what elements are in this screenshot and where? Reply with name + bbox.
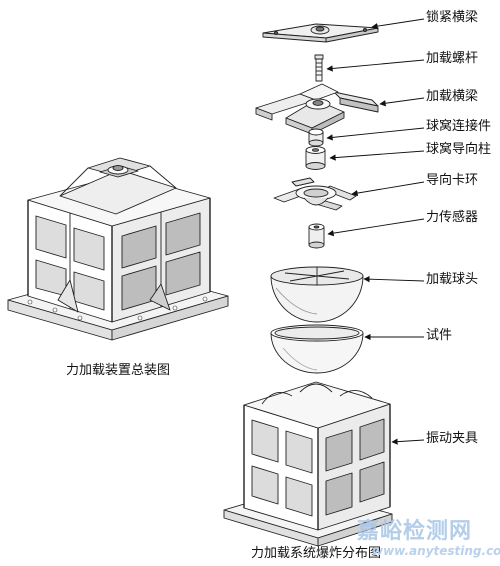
label-loading-beam: 加载横梁 <box>426 89 479 104</box>
arrow-loading-ball-head <box>363 276 425 283</box>
caption-assembly: 力加载装置总装图 <box>66 363 171 378</box>
watermark-url: www.anytesting.com <box>372 544 500 558</box>
label-guide-ring: 导向卡环 <box>426 173 479 188</box>
label-socket-guide-post: 球窝导向柱 <box>426 142 492 157</box>
force-sensor-part <box>308 223 325 249</box>
label-force-sensor: 力传感器 <box>426 210 479 225</box>
arrow-loading-screw <box>326 59 425 72</box>
label-vibration-fixture: 振动夹具 <box>426 431 479 446</box>
socket-connector-part <box>308 128 324 147</box>
arrow-socket-guide-post <box>329 150 425 161</box>
watermark-logo-text: 嘉峪检测网 <box>357 519 473 544</box>
label-specimen: 试件 <box>426 328 453 343</box>
arrow-socket-connector <box>326 127 425 141</box>
specimen-part <box>270 324 364 374</box>
assembly-view <box>7 157 229 341</box>
loading-screw-part <box>314 54 324 82</box>
caption-exploded: 力加载系统爆炸分布图 <box>251 546 382 561</box>
lock-beam-part <box>262 23 379 43</box>
leader-arrows <box>326 18 425 445</box>
vibration-fixture-part <box>223 381 393 547</box>
label-loading-screw: 加载螺杆 <box>426 51 479 66</box>
socket-guide-post-part <box>305 146 326 170</box>
arrow-force-sensor <box>327 218 425 237</box>
loading-beam-part <box>255 83 379 135</box>
arrow-guide-ring <box>351 181 425 197</box>
arrow-lock-beam <box>371 18 425 30</box>
label-loading-ball-head: 加载球头 <box>426 272 479 287</box>
exploded-view <box>223 23 393 547</box>
label-socket-connector: 球窝连接件 <box>426 119 492 134</box>
arrow-loading-beam <box>379 97 425 107</box>
loading-ball-head-part <box>270 266 364 323</box>
label-lock-beam: 锁紧横梁 <box>426 10 479 25</box>
guide-ring-part <box>273 177 357 211</box>
arrow-vibration-fixture <box>391 438 425 445</box>
